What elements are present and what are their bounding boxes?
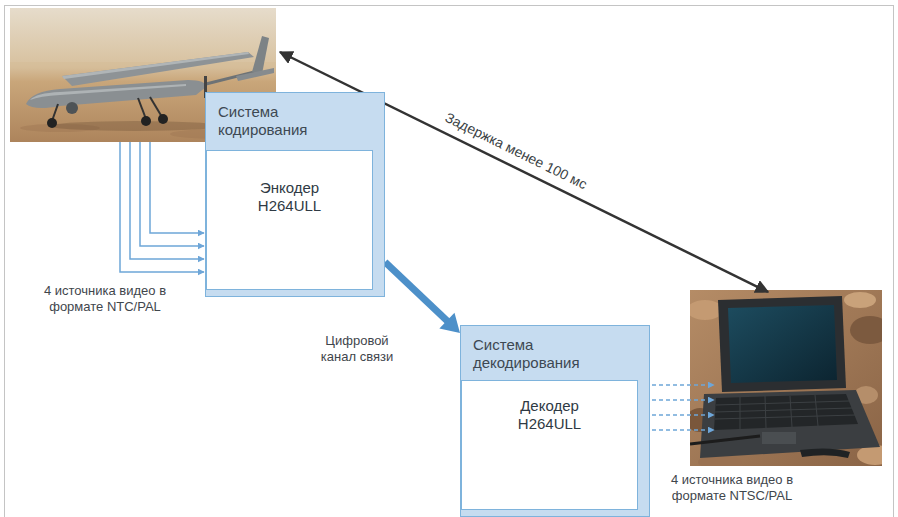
laptop-photo [690, 290, 882, 466]
laptop-photo [715, 415, 855, 419]
drone-photo [50, 121, 220, 131]
drone-photo [30, 84, 186, 100]
drone-photo [141, 116, 151, 126]
laptop-photo [762, 432, 796, 444]
drone-photo [66, 102, 78, 114]
laptop-photo [800, 448, 850, 458]
drone-photo [138, 98, 146, 119]
video-output-wires [652, 429, 714, 431]
laptop-photo [765, 396, 766, 428]
laptop-photo [850, 316, 882, 344]
latency-label: Задержка менее 100 мс [442, 109, 589, 193]
drone-photo [236, 68, 274, 81]
frame [5, 6, 894, 517]
video-source-wires [120, 142, 204, 272]
laptop-photo [690, 436, 760, 444]
channel-line [385, 262, 448, 322]
laptop-photo [716, 401, 849, 405]
drone-photo [47, 118, 57, 128]
video-source-wires [140, 142, 204, 246]
video-source-wires [150, 142, 204, 233]
drone-photo [62, 52, 249, 79]
laptop-photo [700, 390, 880, 458]
laptop-photo [718, 296, 846, 392]
video-output-wires [652, 384, 714, 386]
laptop-photo [715, 408, 852, 412]
codec-label: Энкодер H264ULL [244, 179, 336, 215]
laptop-photo [715, 395, 855, 429]
drone-photo [252, 36, 269, 74]
drone-photo [158, 114, 168, 124]
laptop-photo [844, 292, 876, 308]
laptop-photo [815, 395, 818, 426]
system-heading: Система декодирования [473, 336, 605, 372]
laptop-photo [728, 305, 837, 383]
laptop-photo [690, 290, 882, 466]
channel-arrow [385, 262, 460, 333]
codec-box: Энкодер H264ULL [206, 150, 373, 290]
video-output-wires [652, 414, 714, 416]
video-output-wires [652, 385, 714, 430]
video-source-label: 4 источника видео в формате NTSC/PAL [648, 472, 816, 503]
system-box: Система кодированияЭнкодер H264ULL [205, 92, 385, 297]
video-source-wires [130, 142, 204, 259]
laptop-photo [714, 394, 858, 430]
drone-photo [26, 80, 206, 108]
video-source-wires [120, 142, 204, 272]
codec-box: Декодер H264ULL [461, 380, 638, 510]
laptop-photo [740, 397, 741, 429]
video-source-label: 4 источника видео в формате NTC/PAL [20, 283, 190, 314]
codec-label: Декодер H264ULL [504, 397, 596, 433]
edge-label: Цифровой канал связи [307, 332, 407, 365]
laptop-photo [790, 396, 792, 427]
arrow-head [439, 313, 460, 333]
system-box: Система декодированияДекодер H264ULL [460, 325, 650, 517]
drone-photo [62, 52, 254, 86]
drone-photo [150, 97, 162, 117]
laptop-photo [690, 300, 723, 320]
system-heading: Система кодирования [218, 103, 333, 139]
video-output-wires [652, 399, 714, 401]
